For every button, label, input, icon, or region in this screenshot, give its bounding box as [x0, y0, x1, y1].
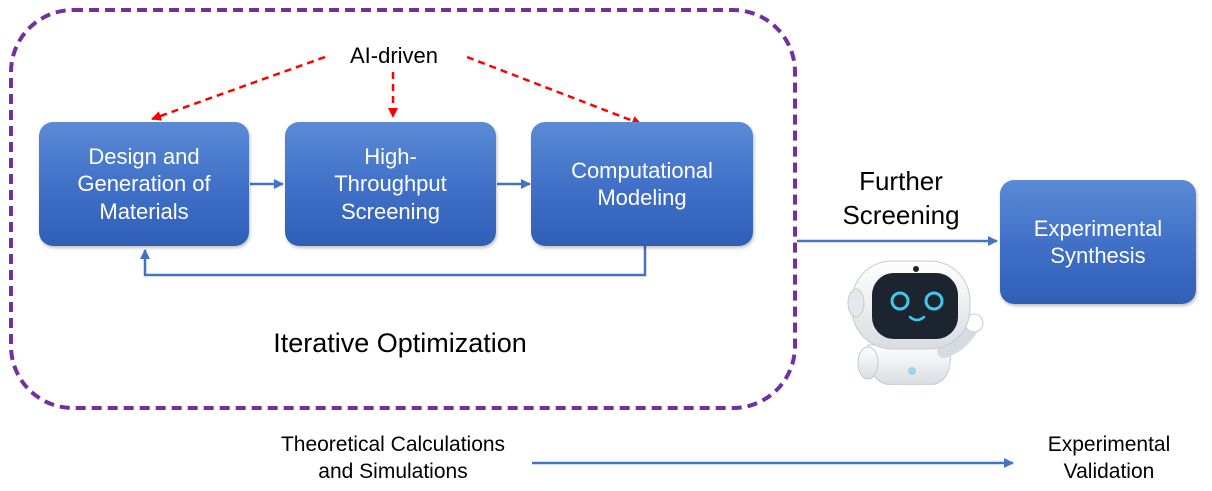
experimental-validation-label: Experimental Validation [1047, 433, 1171, 483]
design-generation-box: Design and Generation of Materials [39, 122, 249, 246]
experimental-synthesis-box: Experimental Synthesis [1000, 180, 1196, 304]
feedback-loop-arrow [140, 246, 647, 277]
robot-mascot-icon [847, 260, 984, 385]
computational-modeling-box: Computational Modeling [531, 122, 753, 246]
further-screening-label: Further Screening [842, 166, 960, 230]
iterative-loop-boundary [9, 8, 797, 410]
ai-to-modeling-arrow [466, 55, 642, 126]
iterative-optimization-label: Iterative Optimization [273, 328, 527, 358]
ai-driven-label: AI-driven [349, 43, 439, 68]
high-throughput-screening-box: High- Throughput Screening [285, 122, 496, 246]
theoretical-calculations-label: Theoretical Calculations and Simulations [280, 433, 506, 483]
ai-to-design-arrow [151, 55, 326, 121]
